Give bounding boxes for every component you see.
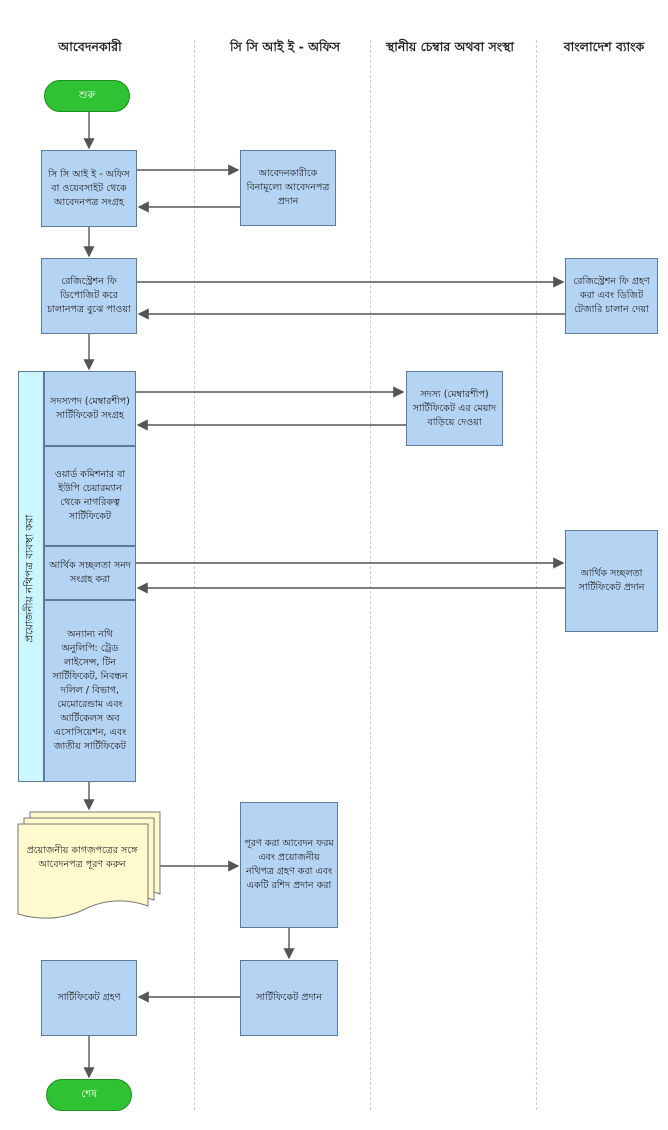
- lane-header-local-chamber: স্থানীয় চেম্বার অথবা সংস্থা: [385, 39, 515, 54]
- extend-membership-step: সদস্য (মেম্বারশীপ) সার্টিফিকেট এর মেয়াদ…: [406, 371, 503, 446]
- lane-header-cci-office: সি সি আই ই - অফিস: [230, 39, 340, 54]
- solvency-provide-label: আর্থিক সচ্ছলতা সার্টিফিকেট প্রদান: [578, 568, 645, 593]
- lane-divider-1: [194, 40, 195, 1110]
- accept-form-step: পূরণ করা আবেদন ফরম এবং প্রয়োজনীয় নথিপত…: [240, 802, 338, 928]
- extend-membership-label: সদস্য (মেম্বারশীপ) সার্টিফিকেট এর মেয়াদ…: [412, 388, 497, 428]
- start-terminal: শুরু: [44, 80, 130, 112]
- solvency-collect-step: আর্থিক সচ্ছলতা সনদ সংগ্রহ করা: [44, 546, 136, 600]
- fill-form-document: [17, 811, 161, 919]
- provide-form-label: আবেদনকারীকে বিনামূল্যে আবেদনপত্র প্রদান: [246, 168, 330, 207]
- end-label: শেষ: [81, 1088, 97, 1100]
- lane-header-bangladesh-bank: বাংলাদেশ ব্যাংক: [563, 39, 645, 54]
- provide-cert-label: সার্টিফিকেট প্রদান: [256, 992, 322, 1003]
- receive-cert-label: সার্টিফিকেট গ্রহণ: [57, 992, 121, 1003]
- documents-group-label: প্রয়োজনীয় নথিপত্র ব্যবস্থা করা: [23, 514, 36, 643]
- collect-form-step: সি সি আই ই - অফিস বা ওয়েবসাইট থেকে আবেদ…: [41, 150, 137, 227]
- lane-divider-3: [536, 40, 537, 1110]
- deposit-fee-label: রেজিস্ট্রেশন ফি ডিপোজিট করে চালানপত্র বু…: [47, 276, 131, 315]
- accept-form-label: পূরণ করা আবেদন ফরম এবং প্রয়োজনীয় নথিপত…: [244, 838, 334, 891]
- collect-membership-step: সদস্যপদ (মেম্বারশীপ) সার্টিফিকেট সংগ্রহ: [44, 371, 136, 446]
- lane-divider-2: [370, 40, 371, 1110]
- documents-group-sidebar: [18, 371, 44, 782]
- solvency-collect-label: আর্থিক সচ্ছলতা সনদ সংগ্রহ করা: [49, 560, 131, 585]
- end-terminal: শেষ: [46, 1079, 132, 1111]
- collect-membership-label: সদস্যপদ (মেম্বারশীপ) সার্টিফিকেট সংগ্রহ: [50, 395, 130, 421]
- receive-fee-label: রেজিস্ট্রেশন ফি গ্রহণ করা এবং ডিজিট টেজা…: [573, 276, 650, 315]
- receive-fee-step: রেজিস্ট্রেশন ফি গ্রহণ করা এবং ডিজিট টেজা…: [565, 258, 658, 334]
- deposit-fee-step: রেজিস্ট্রেশন ফি ডিপোজিট করে চালানপত্র বু…: [41, 258, 137, 334]
- start-label: শুরু: [78, 89, 96, 101]
- solvency-provide-step: আর্থিক সচ্ছলতা সার্টিফিকেট প্রদান: [565, 530, 658, 632]
- other-documents-label: অন্যান্য নথি অনুলিপি: ট্রেড লাইসেন্স, টি…: [52, 629, 128, 752]
- citizenship-cert-label: ওয়ার্ড কমিশনার বা ইউপি চেয়ারম্যান থেকে…: [54, 469, 126, 522]
- fill-form-label-box: প্রয়োজনীয় কাগজপত্রের সঙ্গে আবেদনপত্র প…: [18, 828, 146, 888]
- lane-header-applicant: আবেদনকারী: [58, 39, 122, 54]
- receive-cert-step: সার্টিফিকেট গ্রহণ: [41, 960, 137, 1036]
- fill-form-label: প্রয়োজনীয় কাগজপত্রের সঙ্গে আবেদনপত্র প…: [26, 845, 138, 870]
- provide-cert-step: সার্টিফিকেট প্রদান: [240, 960, 338, 1036]
- provide-form-step: আবেদনকারীকে বিনামূল্যে আবেদনপত্র প্রদান: [240, 150, 336, 226]
- collect-form-label: সি সি আই ই - অফিস বা ওয়েবসাইট থেকে আবেদ…: [48, 168, 130, 208]
- other-documents-step: অন্যান্য নথি অনুলিপি: ট্রেড লাইসেন্স, টি…: [44, 600, 136, 782]
- citizenship-cert-step: ওয়ার্ড কমিশনার বা ইউপি চেয়ারম্যান থেকে…: [44, 446, 136, 546]
